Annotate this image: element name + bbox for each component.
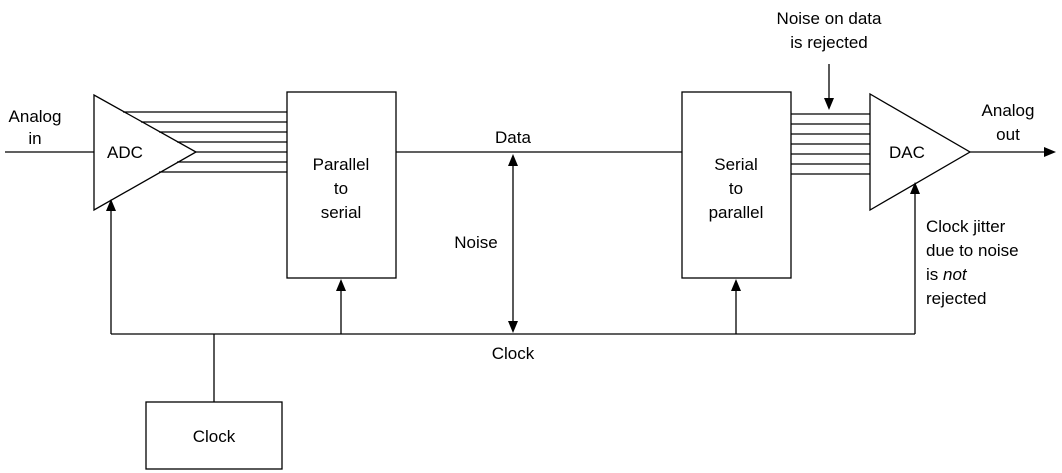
p2s-label-line2: to bbox=[334, 179, 348, 198]
analog-out-label-line1: Analog bbox=[982, 101, 1035, 120]
clock-to-s2p-arrow-head bbox=[731, 279, 741, 291]
clock-to-adc-arrow-head bbox=[106, 199, 116, 211]
dac-input-bus bbox=[791, 113, 870, 175]
s2p-label-line2: to bbox=[729, 179, 743, 198]
data-label: Data bbox=[495, 128, 531, 147]
clock-jitter-not: not bbox=[943, 265, 968, 284]
analog-out-arrow-head bbox=[1044, 147, 1056, 157]
s2p-label-line3: parallel bbox=[709, 203, 764, 222]
adc-block bbox=[93, 93, 198, 212]
dac-label: DAC bbox=[889, 143, 925, 162]
dac-block bbox=[869, 92, 972, 212]
clock-jitter-label-line4: rejected bbox=[926, 289, 986, 308]
clock-source-block bbox=[145, 401, 283, 470]
adc-output-bus bbox=[123, 111, 287, 173]
noise-label: Noise bbox=[454, 233, 497, 252]
s2p-label-line1: Serial bbox=[714, 155, 757, 174]
clock-line-label: Clock bbox=[492, 344, 535, 363]
noise-on-data-label-line1: Noise on data bbox=[777, 9, 882, 28]
adc-label: ADC bbox=[107, 143, 143, 162]
parallel-to-serial-block bbox=[286, 91, 397, 279]
clock-jitter-label-line3: is not bbox=[926, 265, 968, 284]
clock-source-label: Clock bbox=[193, 427, 236, 446]
noise-arrow-head-down bbox=[508, 321, 518, 333]
serial-to-parallel-block bbox=[681, 91, 792, 279]
analog-in-label-line2: in bbox=[28, 129, 41, 148]
clock-jitter-label-line1: Clock jitter bbox=[926, 217, 1006, 236]
noise-on-data-arrow-head bbox=[824, 98, 834, 110]
p2s-label-line1: Parallel bbox=[313, 155, 370, 174]
clock-jitter-label-line2: due to noise bbox=[926, 241, 1019, 260]
analog-in-label-line1: Analog bbox=[9, 107, 62, 126]
clock-jitter-is: is bbox=[926, 265, 943, 284]
clock-to-dac-arrow-head bbox=[910, 182, 920, 194]
analog-out-label-line2: out bbox=[996, 125, 1020, 144]
p2s-label-line3: serial bbox=[321, 203, 362, 222]
noise-arrow-head-up bbox=[508, 154, 518, 166]
noise-on-data-label-line2: is rejected bbox=[790, 33, 867, 52]
clock-to-p2s-arrow-head bbox=[336, 279, 346, 291]
